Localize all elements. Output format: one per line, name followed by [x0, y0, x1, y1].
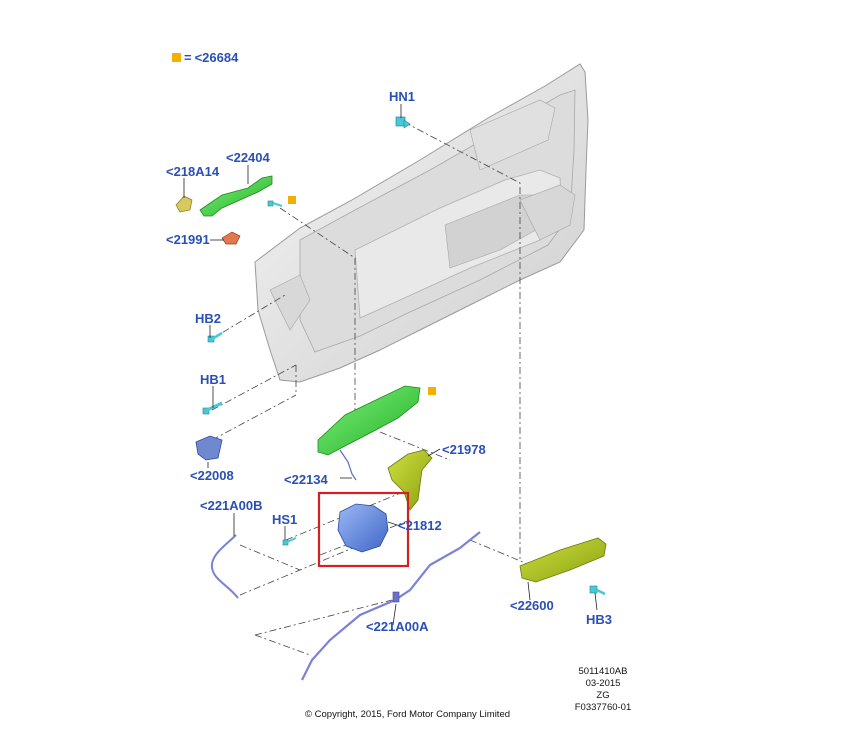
hb2-bolt: [207, 331, 223, 343]
drawing-number: 5011410AB: [578, 666, 628, 677]
legend: = <26684: [172, 50, 238, 65]
legend-ref: <26684: [194, 50, 239, 65]
part-22404-handle: [199, 175, 273, 217]
drawing-date: 03-2015: [585, 678, 621, 689]
label-leaders: [183, 104, 598, 626]
part-22008-bracket: [195, 435, 223, 461]
part-218a14-cap: [175, 195, 193, 213]
part-21978-bracket: [387, 449, 433, 511]
screw-upper: [267, 200, 283, 207]
hn1-clip: [395, 116, 411, 129]
label-22008: <22008: [190, 468, 234, 483]
drawing-reference-block: 5011410AB 03-2015 ZG F0337760-01: [560, 666, 646, 714]
part-22600-trim: [519, 537, 607, 583]
label-hb3: HB3: [586, 612, 613, 627]
label-hb2: HB2: [195, 311, 222, 326]
part-21812-latch: [337, 503, 389, 553]
label-22600: <22600: [510, 598, 554, 613]
label-22134: <22134: [284, 472, 328, 487]
copyright-notice: © Copyright, 2015, Ford Motor Company Li…: [305, 709, 511, 720]
legend-marker-icon: [172, 53, 181, 62]
hb1-bolt: [202, 401, 223, 415]
door-inner-panel: [254, 63, 589, 383]
label-hn1: HN1: [389, 89, 416, 104]
part-221a00a-cable: [301, 531, 481, 681]
highlight-box: [317, 491, 410, 568]
label-hs1: HS1: [272, 512, 298, 527]
label-221a00a: <221A00A: [366, 619, 429, 634]
part-22134-carrier: [317, 385, 421, 481]
drawing-id: F0337760-01: [574, 702, 632, 713]
hs1-screw: [282, 537, 297, 546]
label-22404: <22404: [226, 150, 270, 165]
part-221a00b-cable: [210, 534, 239, 599]
drawing-code: ZG: [596, 690, 610, 701]
legend-equals: =: [184, 50, 192, 65]
label-hb1: HB1: [200, 372, 227, 387]
label-21991: <21991: [166, 232, 210, 247]
label-21978: <21978: [442, 442, 486, 457]
legend-marker-upper: [288, 196, 296, 204]
legend-marker-lower: [428, 387, 436, 395]
part-21991-bracket: [221, 231, 241, 245]
label-221a00b: <221A00B: [200, 498, 263, 513]
label-21812: <21812: [398, 518, 442, 533]
label-218a14: <218A14: [166, 164, 220, 179]
hb3-bolt: [589, 585, 606, 596]
